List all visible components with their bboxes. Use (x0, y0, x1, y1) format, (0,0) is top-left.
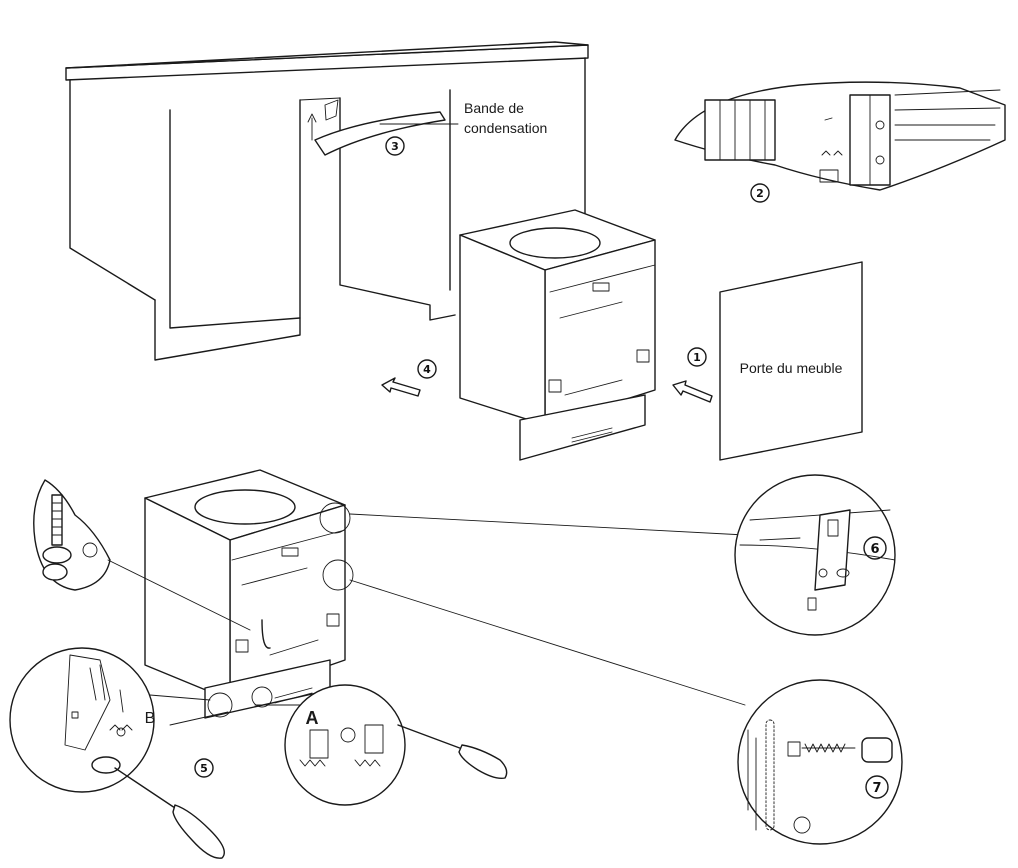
arrow-left (381, 377, 421, 397)
step-4-marker: 4 (417, 359, 437, 379)
step-6-marker: 6 (863, 536, 887, 560)
step-1-marker: 1 (687, 347, 707, 367)
arrow-right (672, 380, 713, 403)
step-2-number: 2 (756, 187, 764, 200)
furniture-door-label: Porte du meuble (740, 360, 843, 376)
step-7-marker: 7 (865, 775, 889, 799)
dishwasher-middle (459, 209, 656, 461)
step-2-marker: 2 (750, 183, 770, 203)
condensation-label-line2: condensation (464, 120, 547, 136)
callout-b-source (207, 692, 233, 718)
detail-a-circle (284, 684, 406, 806)
dishwasher-bottom (144, 469, 346, 719)
detail-7-circle (737, 679, 903, 845)
callout-7-source (322, 559, 354, 591)
marker-a-label: A (306, 708, 319, 728)
condensation-label-line1: Bande de (464, 100, 524, 116)
foot-detail (33, 479, 251, 631)
top-detail-view (674, 81, 1006, 191)
marker-b-label: B (145, 710, 156, 727)
step-5-marker: 5 (194, 758, 214, 778)
callout-6-source (319, 502, 351, 534)
step-3-number: 3 (391, 140, 399, 153)
callout-a-source (251, 686, 273, 708)
step-1-number: 1 (693, 351, 701, 364)
furniture-door (719, 261, 863, 461)
step-4-number: 4 (423, 363, 431, 376)
kitchen-cabinet (65, 41, 589, 361)
step-6-number: 6 (870, 542, 879, 557)
step-5-number: 5 (200, 762, 208, 775)
detail-b-circle (9, 647, 225, 859)
step-7-number: 7 (872, 781, 881, 796)
detail-6-circle (734, 474, 896, 636)
step-3-marker: 3 (385, 136, 405, 156)
screwdriver-icon (397, 724, 508, 780)
